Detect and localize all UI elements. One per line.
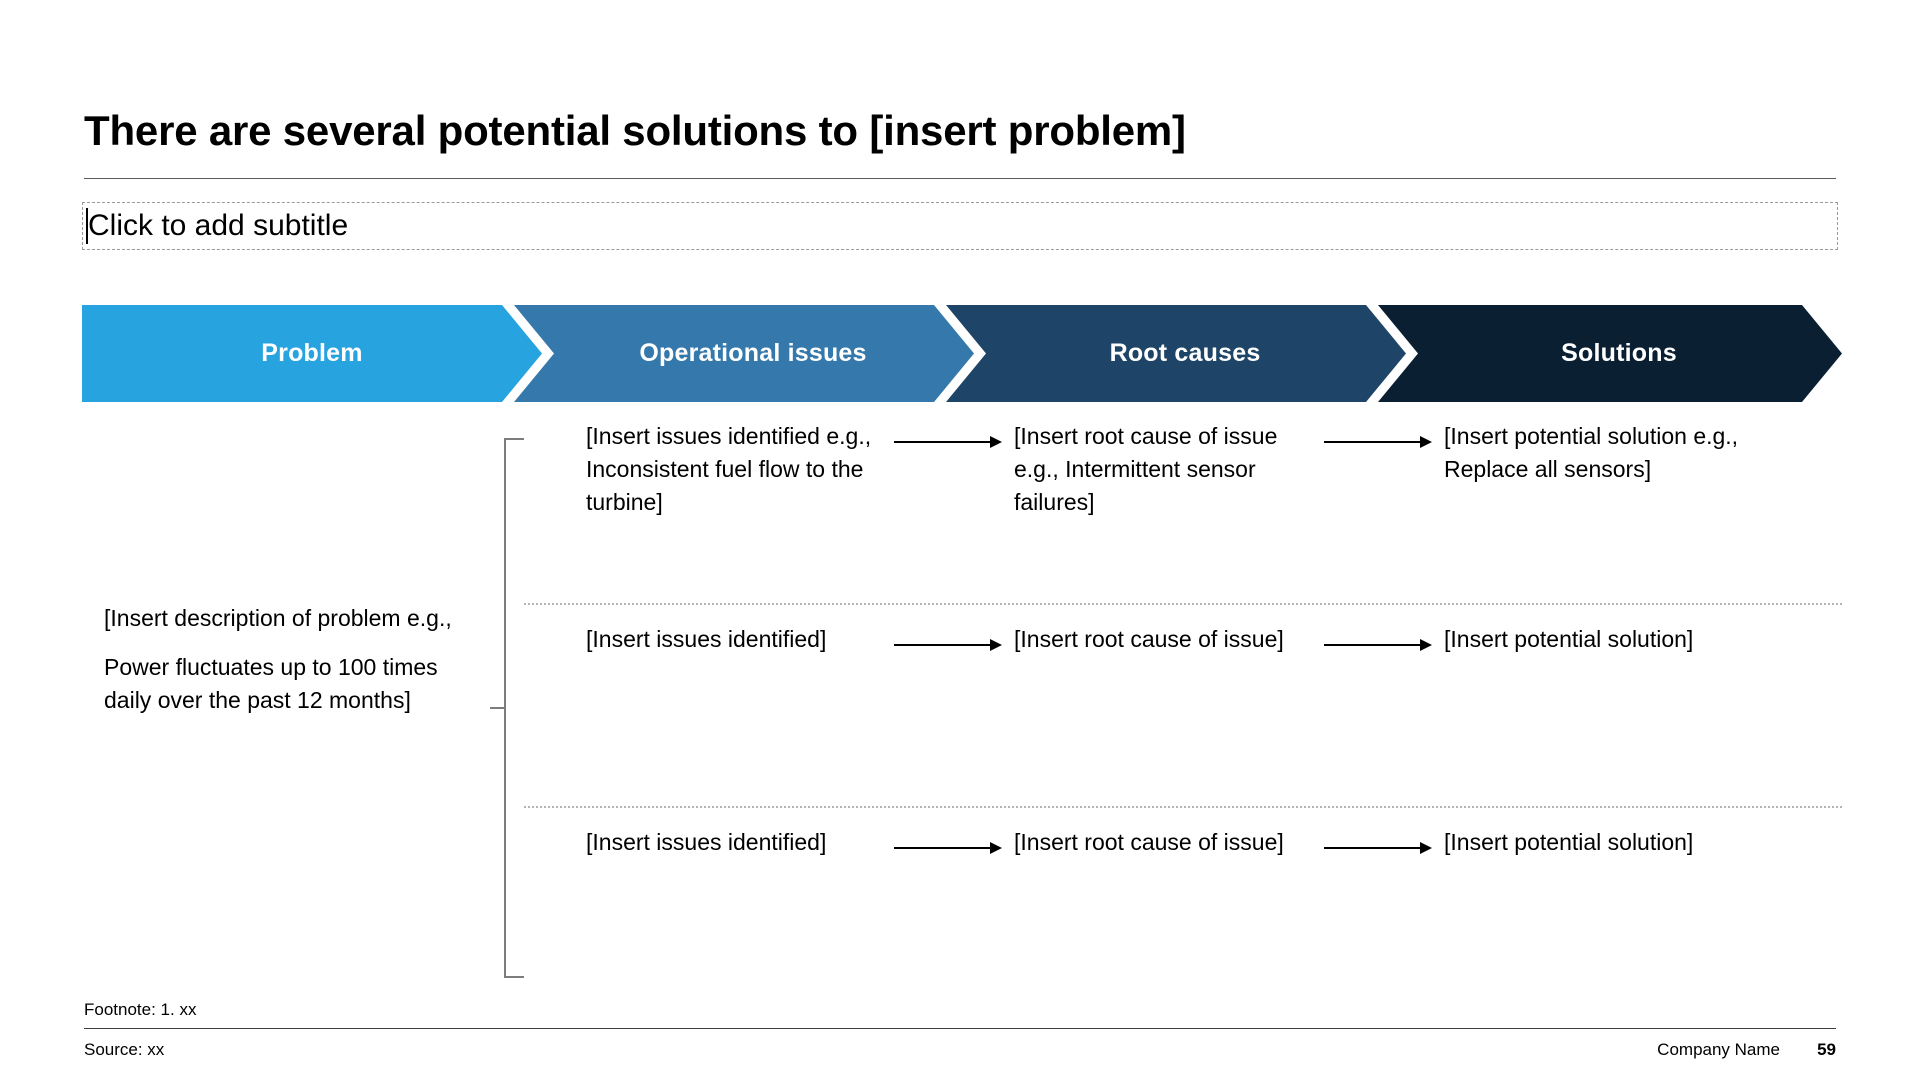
company-name: Company Name — [1657, 1040, 1780, 1059]
arrow-head — [990, 639, 1002, 651]
grouping-bracket — [490, 438, 524, 978]
chevron-label: Problem — [261, 339, 363, 367]
arrow-shaft — [894, 644, 990, 646]
title-block: There are several potential solutions to… — [84, 107, 1836, 154]
table-row: [Insert issues identified e.g., Inconsis… — [524, 420, 1842, 585]
arrow-head — [990, 842, 1002, 854]
arrow-right-icon — [894, 436, 1002, 448]
cell-root-cause[interactable]: [Insert root cause of issue] — [1014, 829, 1284, 855]
arrow-shaft — [1324, 441, 1420, 443]
cell-operational-issue[interactable]: [Insert issues identified] — [586, 829, 827, 855]
bracket-bottom-arm — [504, 976, 524, 978]
cell-solution[interactable]: [Insert potential solution e.g., Replace… — [1444, 423, 1739, 482]
cell-solution[interactable]: [Insert potential solution] — [1444, 626, 1694, 652]
arrow-right-icon — [894, 842, 1002, 854]
arrow-head — [1420, 436, 1432, 448]
footer-divider — [84, 1028, 1836, 1029]
cell-operational-issue[interactable]: [Insert issues identified] — [586, 626, 827, 652]
chevron-operational-issues[interactable]: Operational issues — [514, 305, 974, 402]
cell-root-cause[interactable]: [Insert root cause of issue] — [1014, 626, 1284, 652]
chevron-label: Operational issues — [639, 339, 867, 367]
table-row: [Insert issues identified] [Insert root … — [524, 623, 1842, 788]
row-separator — [524, 603, 1842, 605]
cell-root-cause[interactable]: [Insert root cause of issue e.g., Interm… — [1014, 423, 1278, 515]
chevron-band: Problem Operational issues Root causes S… — [82, 305, 1842, 402]
footnote: Footnote: 1. xx — [84, 1000, 197, 1019]
arrow-shaft — [1324, 847, 1420, 849]
cell-solution[interactable]: [Insert potential solution] — [1444, 829, 1694, 855]
content-area: [Insert description of problem e.g., Pow… — [82, 420, 1842, 980]
chevron-solutions[interactable]: Solutions — [1378, 305, 1842, 402]
chevron-problem[interactable]: Problem — [82, 305, 542, 402]
chevron-label: Root causes — [1109, 339, 1261, 367]
page-number: 59 — [1817, 1040, 1836, 1059]
arrow-head — [1420, 639, 1432, 651]
row-separator — [524, 806, 1842, 808]
chevron-label: Solutions — [1561, 339, 1677, 367]
subtitle-placeholder[interactable]: Click to add subtitle — [82, 202, 1838, 250]
problem-line-1: [Insert description of problem e.g., — [104, 605, 452, 631]
arrow-right-icon — [894, 639, 1002, 651]
arrow-right-icon — [1324, 842, 1432, 854]
table-row: [Insert issues identified] [Insert root … — [524, 826, 1842, 991]
problem-line-2: Power fluctuates up to 100 times daily o… — [104, 654, 438, 713]
arrow-head — [990, 436, 1002, 448]
arrow-shaft — [894, 847, 990, 849]
rows-container: [Insert issues identified e.g., Inconsis… — [524, 420, 1842, 980]
problem-column[interactable]: [Insert description of problem e.g., Pow… — [96, 420, 496, 980]
arrow-shaft — [894, 441, 990, 443]
arrow-shaft — [1324, 644, 1420, 646]
page-title[interactable]: There are several potential solutions to… — [84, 107, 1186, 154]
source-label: Source: xx — [84, 1040, 165, 1059]
subtitle-placeholder-text: Click to add subtitle — [88, 209, 349, 242]
bracket-top-arm — [504, 438, 524, 440]
arrow-right-icon — [1324, 436, 1432, 448]
bracket-middle-arm — [490, 707, 506, 709]
cell-operational-issue[interactable]: [Insert issues identified e.g., Inconsis… — [586, 423, 872, 515]
arrow-right-icon — [1324, 639, 1432, 651]
text-caret — [86, 208, 88, 244]
arrow-head — [1420, 842, 1432, 854]
title-divider — [84, 178, 1836, 179]
chevron-root-causes[interactable]: Root causes — [946, 305, 1406, 402]
problem-description: [Insert description of problem e.g., Pow… — [104, 602, 474, 717]
